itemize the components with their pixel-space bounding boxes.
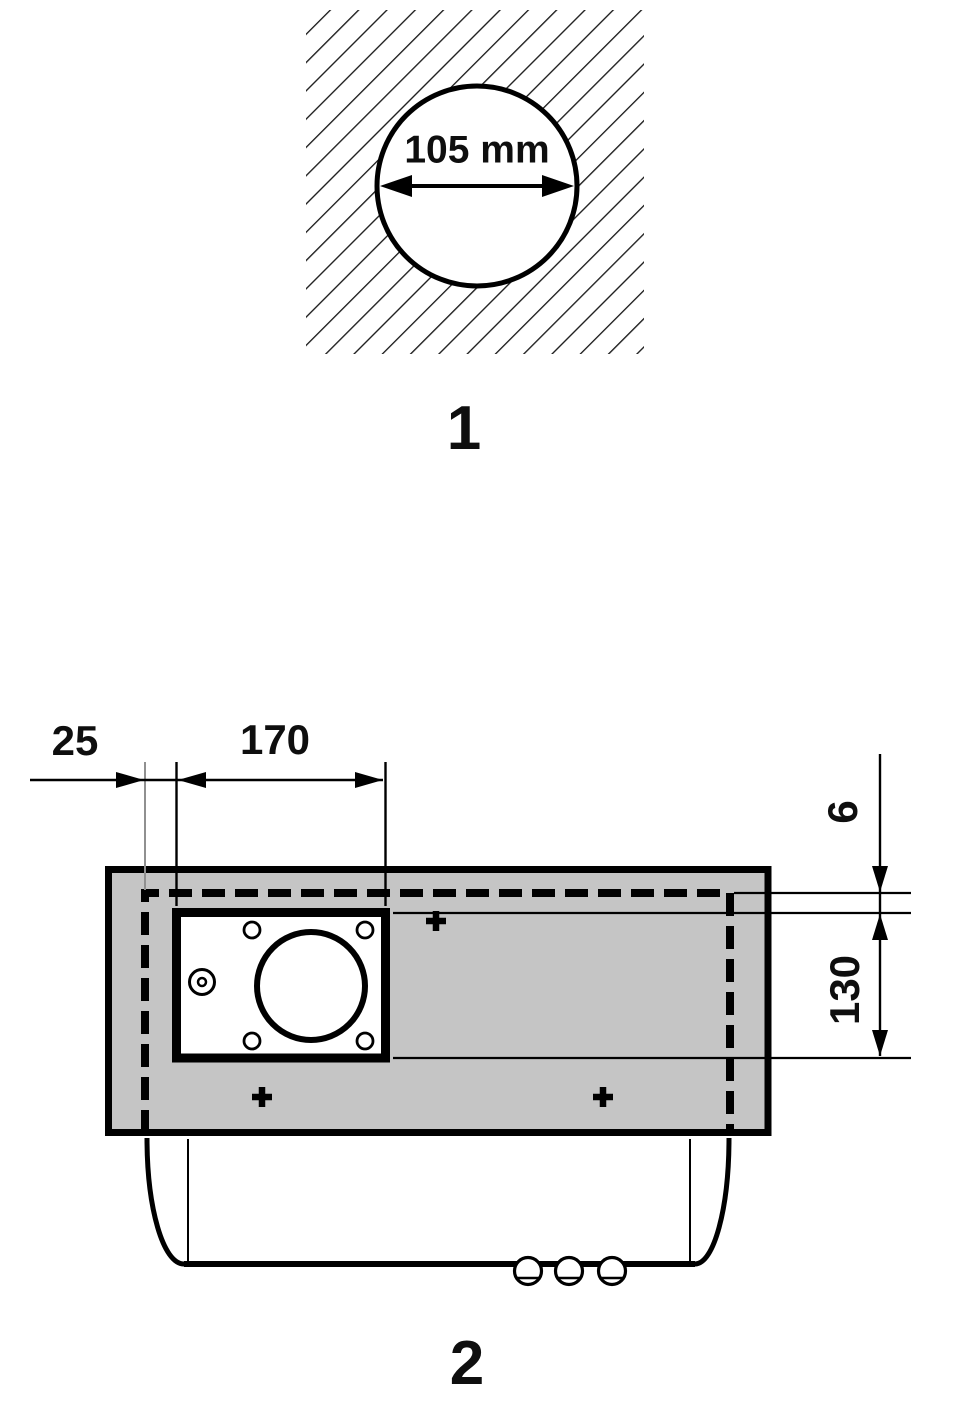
vertical-dimension-lines <box>393 754 911 1060</box>
screw-hole <box>242 920 262 940</box>
screw-hole <box>242 1031 262 1051</box>
screw-hole <box>355 920 375 940</box>
arrow-down-icon <box>872 1030 888 1056</box>
fixing-screw-icon <box>188 968 216 996</box>
figure-2-mounting-template <box>30 754 911 1287</box>
appliance-left-curve <box>144 1137 185 1267</box>
dim-label-cutout-width: 170 <box>239 716 311 763</box>
hole-diameter-label: 105 mm <box>404 128 550 172</box>
appliance-front-outline <box>144 1137 732 1287</box>
arrow-up-icon <box>872 914 888 940</box>
arrow-right-icon <box>355 772 383 788</box>
drain-hole <box>596 1255 628 1287</box>
dim-label-left-offset: 25 <box>51 717 99 764</box>
figure-1-wall-cutout <box>306 10 644 354</box>
fixing-cross-markers <box>252 911 613 1107</box>
arrow-left-icon <box>178 772 206 788</box>
arrow-right-icon <box>116 772 144 788</box>
appliance-rear-outline-dashed <box>141 889 734 1133</box>
dim-label-cutout-height: 130 <box>821 954 868 1026</box>
drain-hole <box>512 1255 544 1287</box>
flange-plate <box>172 908 390 1063</box>
arrow-right-icon <box>542 175 574 197</box>
cross-marker-icon <box>593 1087 613 1107</box>
cross-marker-icon <box>426 911 446 931</box>
drain-hole <box>553 1255 585 1287</box>
figure-1-number: 1 <box>446 394 482 463</box>
arrow-down-icon <box>872 866 888 892</box>
horizontal-dimension-lines <box>30 762 387 906</box>
appliance-right-curve <box>694 1137 732 1267</box>
cross-marker-icon <box>252 1087 272 1107</box>
diameter-arrow <box>380 175 574 197</box>
arrow-left-icon <box>380 175 412 197</box>
screw-hole <box>355 1031 375 1051</box>
pipe-opening <box>254 929 368 1043</box>
figure-2-number: 2 <box>449 1329 485 1398</box>
drain-holes <box>512 1255 628 1287</box>
dim-label-top-gap: 6 <box>819 800 866 824</box>
